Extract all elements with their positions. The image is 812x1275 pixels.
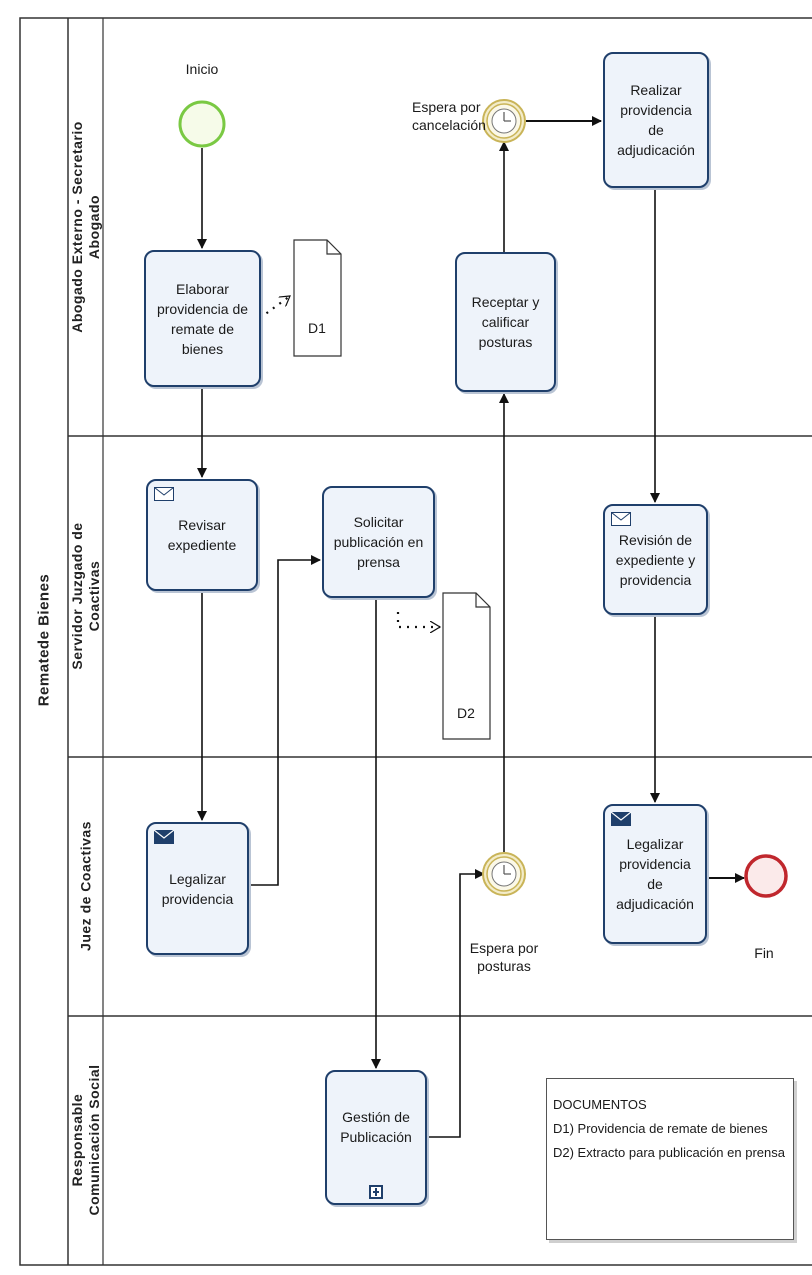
subprocess-expand-icon[interactable] [369,1185,383,1199]
envelope-filled-icon [154,830,174,844]
flow-gestion-to-timer [427,869,485,1138]
document-d2-shape [442,592,491,740]
lane-title-juez: Juez de Coactivas [77,821,94,951]
end-event-label: Fin [754,945,774,961]
legend-item: D1) Providencia de remate de bienes [553,1121,768,1136]
end-event [744,854,788,898]
flow-legalizar-to-solicitar [249,555,321,886]
start-event [178,100,226,148]
legend-item: D2) Extracto para publicación en prensa [553,1145,785,1160]
timer-event-posturas [482,852,526,896]
envelope-icon [154,487,174,501]
documents-legend: DOCUMENTOS D1) Providencia de remate de … [546,1078,794,1240]
association-d2 [396,612,440,627]
envelope-filled-icon [611,812,631,826]
document-d2-label: D2 [457,705,475,721]
envelope-icon [611,512,631,526]
pool-title: Rematede Bienes [35,573,53,707]
document-d1-shape [293,239,342,357]
start-event-label: Inicio [185,61,219,77]
document-d1-label: D1 [308,320,326,336]
timer-event-cancelacion [482,99,526,143]
legend-title: DOCUMENTOS [553,1097,647,1112]
association-d1 [259,295,290,319]
pool-frame [19,17,812,1266]
